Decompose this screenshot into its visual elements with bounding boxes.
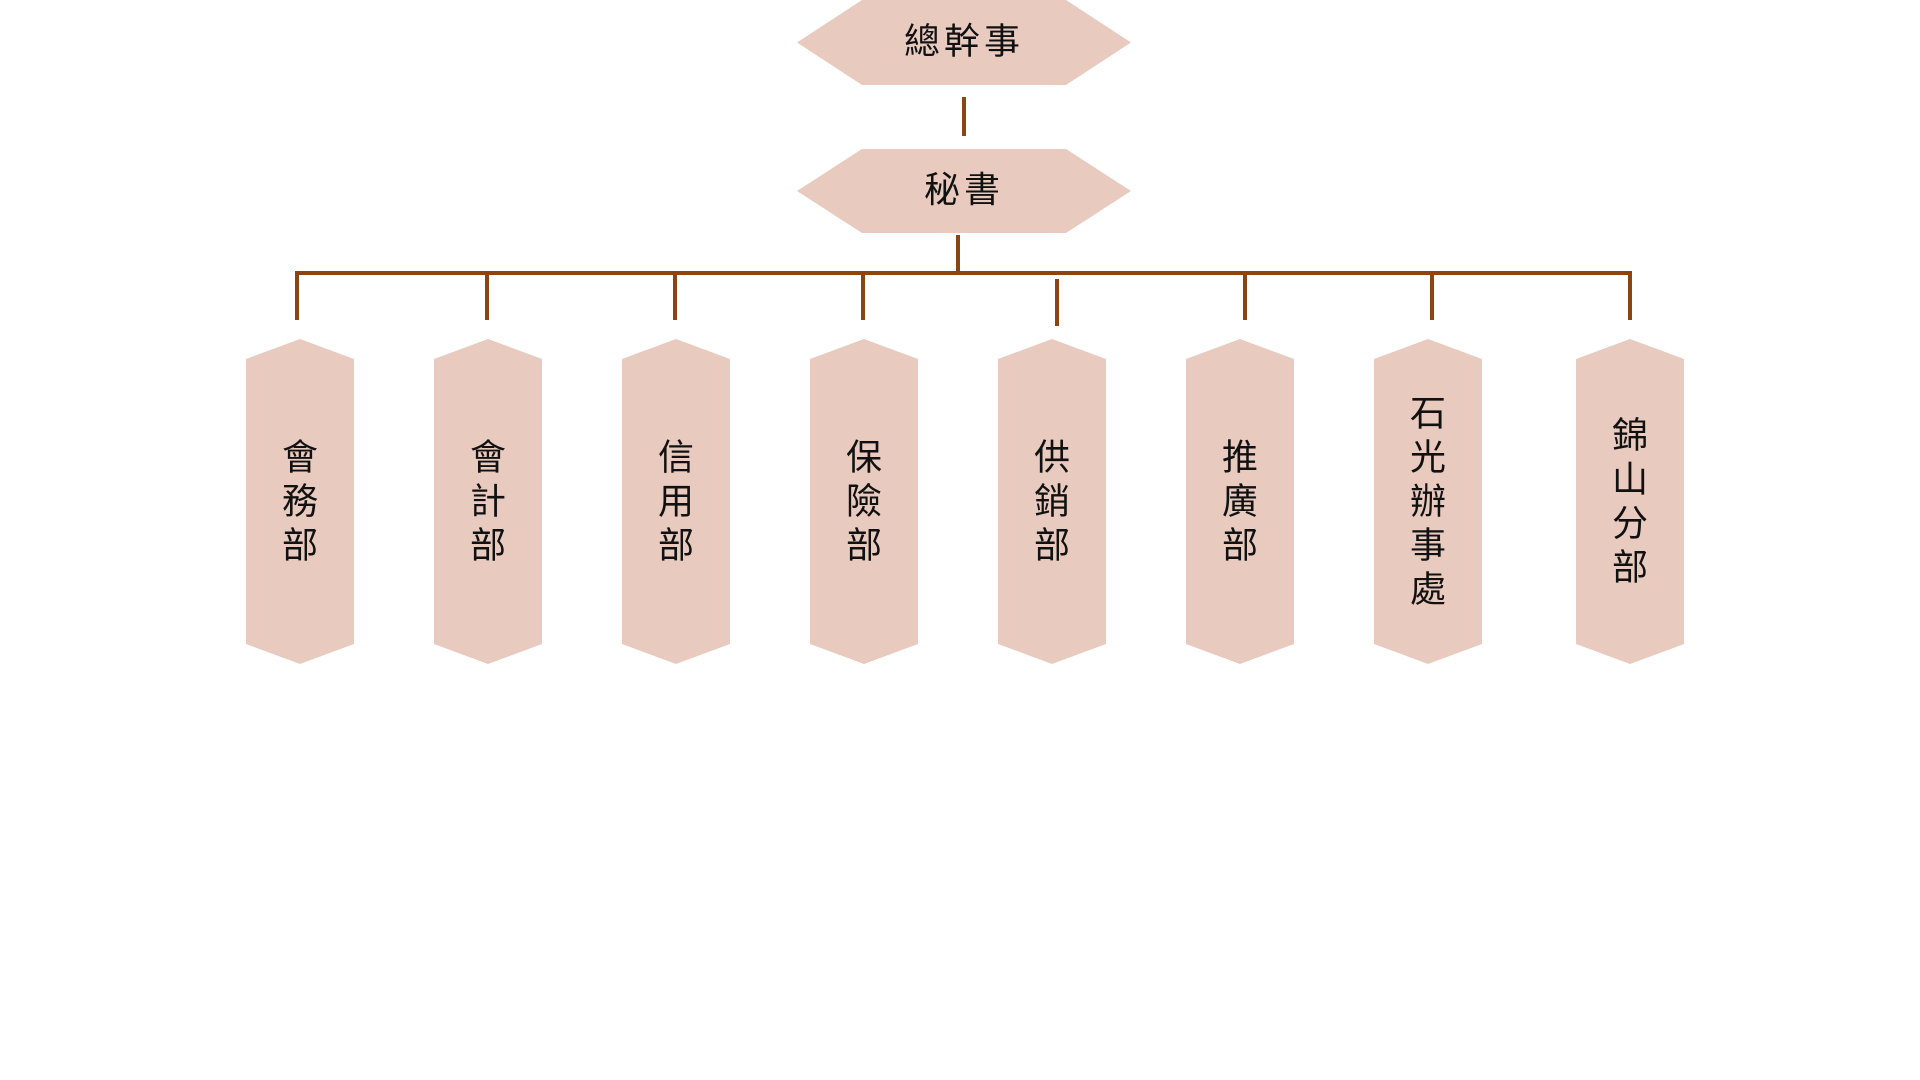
node-label: 供銷部 [1034, 438, 1070, 567]
node-label-char: 石 [1410, 394, 1446, 435]
connectors [295, 97, 1632, 326]
node-secretary: 秘書 [797, 149, 1131, 233]
node-label-char: 部 [658, 526, 694, 567]
node-accounting: 會計部 [434, 339, 542, 664]
node-shape [797, 149, 1131, 233]
node-label-char: 辦 [1410, 482, 1446, 523]
node-label-char: 會 [470, 438, 506, 479]
node-label-char: 分 [1612, 504, 1648, 545]
node-member-affairs: 會務部 [246, 339, 354, 664]
node-jinshan-branch: 錦山分部 [1576, 339, 1684, 664]
node-shape [246, 339, 354, 664]
node-credit: 信用部 [622, 339, 730, 664]
node-label: 推廣部 [1222, 438, 1258, 567]
node-shape [797, 0, 1131, 85]
node-general-secretary: 總幹事 [797, 0, 1131, 85]
node-label-char: 險 [846, 482, 882, 523]
node-label-char: 供 [1034, 438, 1070, 479]
node-label-char: 部 [846, 526, 882, 567]
node-label-char: 廣 [1222, 482, 1258, 523]
node-label: 保險部 [846, 438, 882, 567]
node-label: 會計部 [470, 438, 506, 567]
node-shape [622, 339, 730, 664]
node-supply-marketing: 供銷部 [998, 339, 1106, 664]
node-label-char: 會 [282, 438, 318, 479]
node-label-char: 部 [1222, 526, 1258, 567]
node-extension: 推廣部 [1186, 339, 1294, 664]
node-shape [1186, 339, 1294, 664]
node-label-char: 錦 [1612, 416, 1648, 457]
node-label-char: 部 [282, 526, 318, 567]
node-label: 錦山分部 [1612, 416, 1648, 589]
node-shape [810, 339, 918, 664]
node-shiguang-office: 石光辦事處 [1374, 339, 1482, 664]
node-shape [1576, 339, 1684, 664]
node-label-char: 推 [1222, 438, 1258, 479]
node-label-char: 光 [1410, 438, 1446, 479]
node-label: 會務部 [282, 438, 318, 567]
node-label-char: 計 [470, 482, 506, 523]
node-label-char: 部 [1612, 548, 1648, 589]
node-shape [1374, 339, 1482, 664]
node-label-char: 保 [846, 438, 882, 479]
node-label-char: 處 [1410, 570, 1446, 611]
node-label-char: 用 [658, 482, 694, 523]
node-label-char: 信 [658, 438, 694, 479]
node-label-char: 山 [1612, 460, 1648, 501]
node-label: 秘書 [924, 170, 1004, 211]
node-label-char: 部 [1034, 526, 1070, 567]
node-label-char: 部 [470, 526, 506, 567]
node-insurance: 保險部 [810, 339, 918, 664]
node-label-char: 銷 [1034, 482, 1070, 523]
node-label: 信用部 [658, 438, 694, 567]
node-label-char: 事 [1410, 526, 1446, 567]
node-label: 總幹事 [904, 22, 1024, 63]
node-shape [998, 339, 1106, 664]
node-label: 石光辦事處 [1410, 394, 1446, 611]
node-label-char: 務 [282, 482, 318, 523]
node-shape [434, 339, 542, 664]
